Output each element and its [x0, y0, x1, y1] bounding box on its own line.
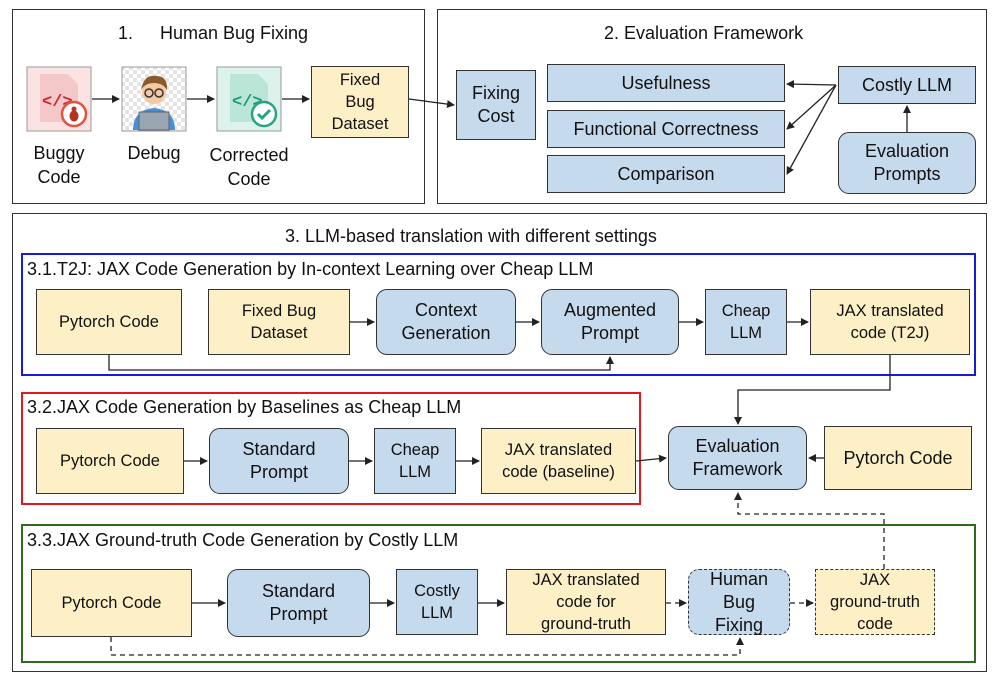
- gt-translated-box: JAX translated code for ground-truth: [506, 569, 666, 635]
- t2j-fixed-bug-dataset-box: Fixed Bug Dataset: [208, 289, 350, 355]
- gt-pytorch-code-box: Pytorch Code: [31, 569, 192, 637]
- fixing-cost-box: Fixing Cost: [456, 70, 536, 140]
- section-llm-translation: [12, 213, 987, 672]
- gt-human-bug-fixing-box: Human Bug Fixing: [688, 569, 790, 635]
- buggy-code-icon: </>: [26, 66, 92, 132]
- fixed-bug-dataset-box: Fixed Bug Dataset: [311, 66, 409, 138]
- arrow-gt-pytorch-to-human-fix: [110, 637, 744, 656]
- gt-standard-prompt-box: Standard Prompt: [227, 569, 370, 637]
- corrected-code-icon: </>: [216, 66, 282, 132]
- baseline-pytorch-code-box: Pytorch Code: [36, 428, 184, 494]
- subsection-baseline-title: 3.2.JAX Code Generation by Baselines as …: [27, 397, 462, 417]
- arrow-t2j-output-to-evaluation: [734, 355, 891, 425]
- arrow-costly-to-comparison: [786, 84, 837, 175]
- subsection-baseline: [21, 392, 641, 505]
- subsection-t2j-title: 3.1.T2J: JAX Code Generation by In-conte…: [27, 259, 594, 279]
- eval-pytorch-code-box: Pytorch Code: [824, 426, 972, 490]
- arrow-dataset-to-fixing-cost: [408, 98, 455, 109]
- section-3-title: 3. LLM-based translation with different …: [285, 226, 657, 246]
- t2j-cheap-llm-box: Cheap LLM: [705, 289, 787, 355]
- debug-label: Debug: [127, 143, 181, 163]
- evaluation-prompts-box: Evaluation Prompts: [838, 132, 976, 194]
- t2j-pytorch-code-box: Pytorch Code: [36, 289, 182, 355]
- costly-llm-box: Costly LLM: [838, 66, 976, 104]
- augmented-prompt-box: Augmented Prompt: [541, 289, 679, 355]
- subsection-ground-truth-title: 3.3.JAX Ground-truth Code Generation by …: [27, 530, 459, 550]
- baseline-cheap-llm-box: Cheap LLM: [374, 428, 456, 494]
- gt-costly-llm-box: Costly LLM: [396, 569, 478, 635]
- context-generation-box: Context Generation: [376, 289, 516, 355]
- corrected-code-label: Corrected Code: [209, 145, 289, 189]
- arrow-costly-to-usefulness: [786, 80, 837, 89]
- developer-debug-icon: [121, 66, 187, 132]
- subsection-t2j: [21, 253, 976, 376]
- usefulness-box: Usefulness: [547, 64, 785, 102]
- evaluation-framework-box: Evaluation Framework: [668, 426, 807, 490]
- buggy-code-label: Buggy Code: [33, 143, 85, 187]
- subsection-ground-truth: [21, 524, 976, 663]
- t2j-output-box: JAX translated code (T2J): [810, 289, 970, 355]
- section-evaluation-framework: [437, 9, 987, 204]
- baseline-standard-prompt-box: Standard Prompt: [209, 428, 349, 494]
- section-1-number: 1.: [118, 23, 134, 43]
- arrow-baseline-output-to-evaluation: [635, 454, 667, 463]
- arrow-costly-to-correctness: [786, 84, 837, 130]
- baseline-output-box: JAX translated code (baseline): [481, 428, 636, 494]
- section-2-title: 2. Evaluation Framework: [604, 23, 804, 43]
- comparison-box: Comparison: [547, 155, 785, 193]
- section-1-title: Human Bug Fixing: [160, 23, 309, 43]
- section-human-bug-fixing: [12, 9, 425, 204]
- arrow-pytorch-to-augmented: [108, 355, 614, 371]
- gt-output-box: JAX ground-truth code: [815, 569, 935, 635]
- functional-correctness-box: Functional Correctness: [547, 110, 785, 148]
- arrow-gt-output-to-evaluation: [734, 492, 885, 569]
